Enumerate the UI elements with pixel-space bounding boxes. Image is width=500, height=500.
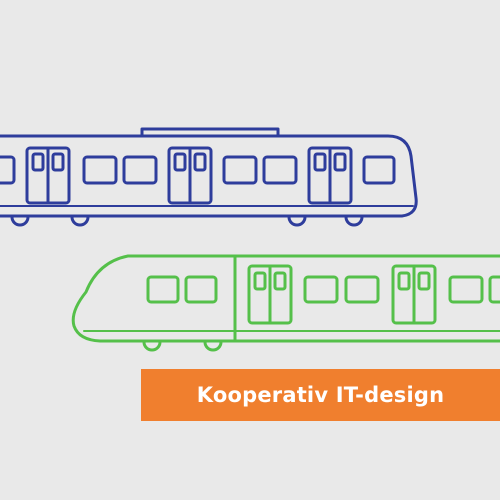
brand-banner: Kooperativ IT-design bbox=[141, 369, 500, 421]
green-train-icon bbox=[71, 254, 500, 352]
blue-train-icon bbox=[0, 127, 418, 227]
brand-name: Kooperativ IT-design bbox=[196, 383, 445, 407]
